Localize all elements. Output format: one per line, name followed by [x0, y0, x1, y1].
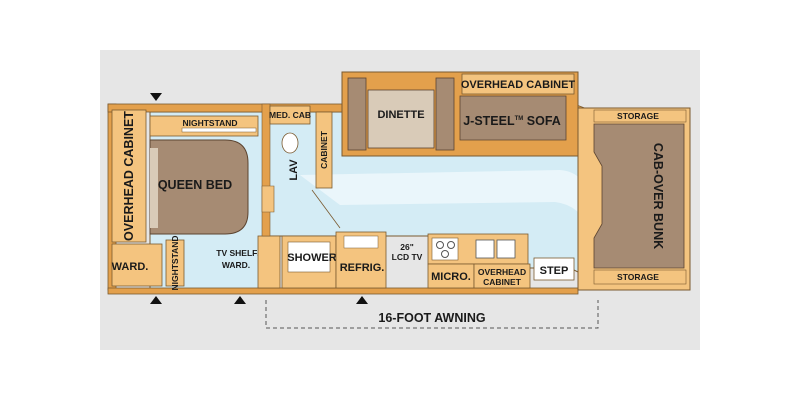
sink-icon: [475, 239, 495, 259]
overhead-cabinet-rear-label: OVERHEAD CABINET: [122, 111, 136, 241]
refrigerator-door: [343, 235, 379, 249]
door-arrow-icon: [150, 296, 162, 304]
queen-bed: [149, 139, 249, 235]
nightstand-side-label: NIGHTSTAND: [170, 235, 180, 290]
awning-outline: [265, 300, 599, 329]
sink-icon: [496, 239, 516, 259]
queen-bed-label: QUEEN BED: [158, 178, 232, 192]
awning-label: 16-FOOT AWNING: [378, 311, 485, 325]
bed-pillow: [150, 148, 158, 228]
refrig-label: REFRIG.: [340, 262, 385, 274]
floor-highlight: [300, 170, 590, 230]
microwave: [427, 263, 475, 289]
overhead-cabinet-galley-label-1: OVERHEAD: [478, 267, 526, 277]
bathroom-door-swing: [311, 189, 341, 229]
nightstand-top-shelf: [181, 127, 257, 133]
medicine-cabinet: [269, 105, 311, 125]
dinette-label: DINETTE: [377, 109, 424, 121]
lcd-tv-label: LCD TV: [392, 252, 423, 262]
micro-label: MICRO.: [431, 271, 471, 283]
dinette-table: [367, 89, 435, 149]
sofa-label: J-STEELTM SOFA: [463, 114, 561, 128]
jsteel-sofa: [459, 95, 567, 141]
overhead-cabinet-rear: [111, 109, 147, 243]
shower-label: SHOWER: [287, 252, 337, 264]
storage-top: [593, 109, 687, 123]
step-label: STEP: [540, 265, 569, 277]
toilet-icon: [281, 132, 299, 154]
door-arrow-icon: [234, 296, 246, 304]
lcd-tv-size-label: 26": [400, 242, 414, 252]
bathroom-wall: [261, 103, 271, 237]
stove-burner-icon: [441, 250, 449, 258]
lav-cabinet: [315, 111, 333, 189]
sofa-label-prefix: J-STEEL: [463, 114, 515, 128]
overhead-cabinet-galley: [473, 263, 531, 289]
stove: [431, 237, 459, 261]
entry-step: [533, 257, 575, 281]
overhead-cabinet-top-label: OVERHEAD CABINET: [461, 79, 576, 91]
cab-over-bunk-label: CAB-OVER BUNK: [651, 143, 665, 249]
storage-bottom-label: STORAGE: [617, 272, 659, 282]
dinette-bench-right: [435, 77, 455, 151]
stove-burner-icon: [436, 241, 444, 249]
wardrobe: [111, 243, 163, 287]
med-cab-label: MED. CAB: [269, 110, 311, 120]
wardrobe-label: WARD.: [112, 261, 149, 273]
tv-ward-label: WARD.: [222, 260, 250, 270]
bathroom-partition: [261, 185, 275, 213]
sofa-label-suffix: SOFA: [523, 114, 561, 128]
cab-over-bunk: [593, 123, 685, 269]
overhead-cabinet-galley-label-2: CABINET: [483, 277, 522, 287]
tv-shelf-label: TV SHELF/: [216, 248, 260, 258]
nightstand-side: [165, 239, 185, 287]
door-arrow-icon: [356, 296, 368, 304]
storage-bottom: [593, 269, 687, 285]
tv-shelf: [257, 235, 281, 289]
dinette-bench-left: [347, 77, 367, 151]
door-arrow-icon: [150, 93, 162, 101]
shower-pan: [287, 241, 331, 273]
stove-burner-icon: [447, 241, 455, 249]
nightstand-top-label: NIGHTSTAND: [182, 118, 237, 128]
sofa-label-tm: TM: [515, 116, 524, 122]
overhead-cabinet-top: [461, 73, 575, 95]
storage-top-label: STORAGE: [617, 111, 659, 121]
lav-cabinet-label: CABINET: [319, 130, 329, 169]
lav-label: LAV: [288, 159, 300, 181]
